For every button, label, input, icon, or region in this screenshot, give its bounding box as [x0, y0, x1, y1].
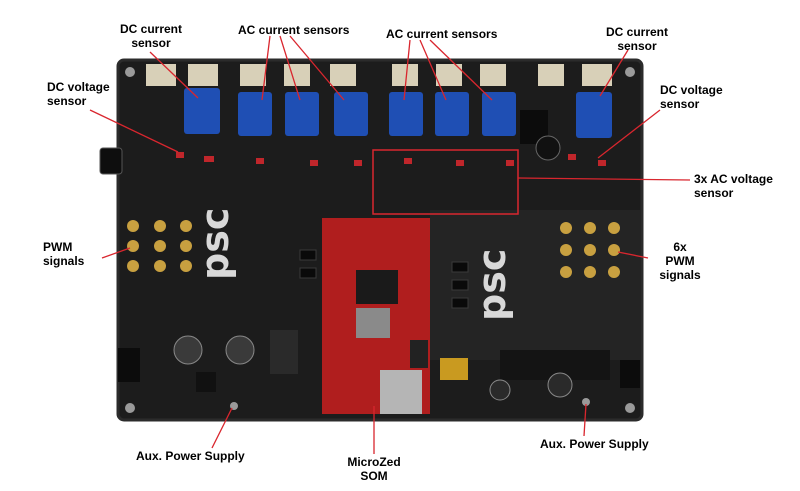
label-microzed-line2: SOM [360, 469, 388, 483]
label-ac-current-mid: AC current sensors [386, 27, 498, 41]
aux-power-right [440, 350, 640, 401]
label-pwm-left: PWM signals [43, 240, 84, 268]
dc-current-sensor-right [576, 92, 612, 138]
label-dc-current-right: DC current sensor [594, 25, 680, 53]
label-dc-current-left-line2: sensor [131, 36, 171, 50]
label-ac-voltage: 3x AC voltage sensor [694, 172, 773, 200]
label-microzed-line1: MicroZed [347, 455, 401, 469]
label-dc-voltage-left-line2: sensor [47, 94, 87, 108]
label-dc-voltage-right-line2: sensor [660, 97, 700, 111]
callout-lines [89, 35, 691, 454]
ac-voltage-highlight-box [372, 149, 519, 215]
label-microzed: MicroZed SOM [334, 455, 414, 483]
dc-current-sensor-left [184, 88, 220, 134]
label-aux-power-left: Aux. Power Supply [136, 449, 245, 463]
blue-current-sensors [184, 88, 612, 138]
pwm-connectors-right [560, 222, 620, 278]
label-pwm-right: 6x PWM signals [652, 240, 708, 282]
label-dc-current-right-line2: sensor [617, 39, 657, 53]
label-pwm-right-line3: signals [659, 268, 701, 282]
label-dc-current-left-line1: DC current [119, 22, 182, 36]
label-ac-voltage-line2: sensor [694, 186, 734, 200]
label-dc-voltage-left: DC voltage sensor [47, 80, 110, 108]
label-aux-power-right: Aux. Power Supply [540, 437, 649, 451]
aux-power-left [118, 330, 298, 392]
label-pwm-right-line1: 6x [673, 240, 687, 254]
pwm-connectors-left [127, 220, 192, 272]
label-pwm-left-line1: PWM [43, 240, 73, 254]
label-dc-current-right-line1: DC current [605, 25, 668, 39]
pcb-edge [116, 58, 644, 422]
label-dc-voltage-left-line1: DC voltage [47, 80, 110, 94]
label-pwm-left-line2: signals [43, 254, 85, 268]
psc-logo-right: psc [470, 249, 514, 321]
label-dc-voltage-right: DC voltage sensor [660, 83, 723, 111]
psc-logo-left: psc [193, 208, 237, 280]
label-dc-voltage-right-line1: DC voltage [660, 83, 723, 97]
label-ac-current-left: AC current sensors [238, 23, 350, 37]
label-pwm-right-line2: PWM [665, 254, 695, 268]
label-ac-voltage-line1: 3x AC voltage [694, 172, 773, 186]
top-connectors [146, 64, 612, 86]
label-dc-current-left: DC current sensor [108, 22, 194, 50]
